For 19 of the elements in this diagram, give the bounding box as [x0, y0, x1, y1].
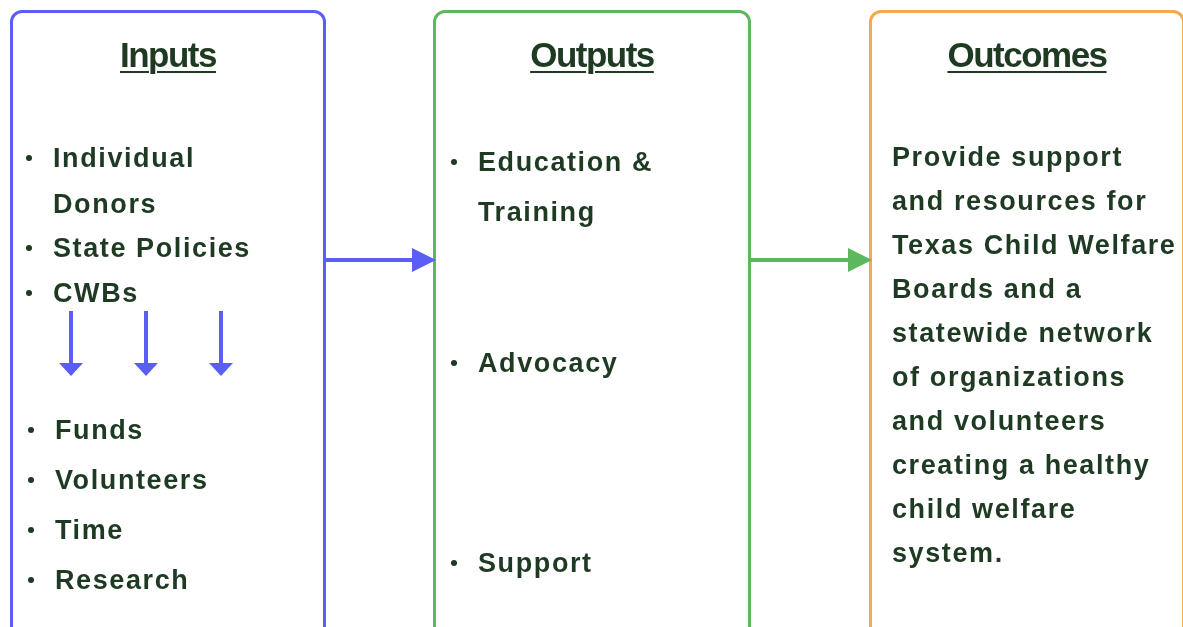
column-heading: Outcomes	[946, 35, 1108, 75]
list-item: Volunteers	[55, 464, 210, 497]
list-item: Advocacy	[478, 347, 620, 380]
list-item: State Policies	[53, 232, 252, 265]
column-box	[433, 10, 751, 627]
list-item: Provide support and resources for Texas Child Welfare Boards and a statewide network of organizations and volunteers creating a healthy child welfare system.	[892, 141, 1178, 570]
column-box	[869, 10, 1183, 627]
list-item: Funds	[55, 414, 145, 447]
list-item: CWBs	[53, 277, 140, 310]
column-heading: Inputs	[119, 35, 217, 75]
column-box	[10, 10, 326, 627]
list-item: Education & Training	[478, 146, 655, 229]
list-item: Research	[55, 564, 191, 597]
arrow	[751, 248, 872, 272]
list-item: Time	[55, 514, 125, 547]
arrow	[326, 248, 436, 272]
column-heading: Outputs	[529, 35, 655, 75]
list-item: Support	[478, 547, 594, 580]
list-item: Individual Donors	[53, 142, 196, 221]
